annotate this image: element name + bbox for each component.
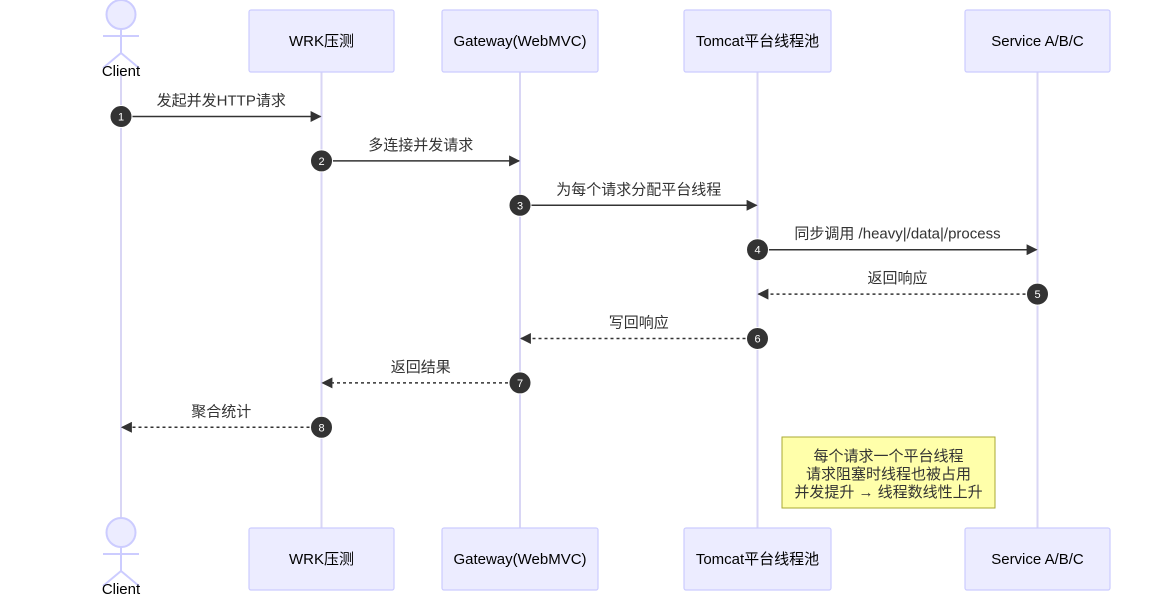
participant-service-top: Service A/B/C bbox=[964, 9, 1111, 73]
participant-tomcat-bottom: Tomcat平台线程池 bbox=[683, 527, 832, 591]
participant-box bbox=[683, 9, 832, 73]
message-4: 同步调用 /heavy|/data|/process 4 bbox=[746, 226, 1038, 262]
participant-box bbox=[441, 9, 599, 73]
message-6: 写回响应 6 bbox=[519, 314, 769, 350]
participant-label-tomcat: Tomcat平台线程池 bbox=[696, 551, 819, 568]
sequence-number-badge bbox=[109, 105, 133, 128]
participant-label-gateway: Gateway(WebMVC) bbox=[453, 33, 586, 50]
message-3: 为每个请求分配平台线程 3 bbox=[508, 181, 758, 217]
actor-client-bottom: Client bbox=[102, 517, 141, 598]
actor-leg-right bbox=[120, 52, 140, 69]
message-label: 聚合统计 bbox=[191, 403, 251, 420]
actor-label-client: Client bbox=[102, 581, 141, 598]
participant-label-service: Service A/B/C bbox=[991, 33, 1084, 50]
participant-gateway-bottom: Gateway(WebMVC) bbox=[441, 527, 599, 591]
message-label: 返回结果 bbox=[391, 359, 451, 376]
participant-box bbox=[683, 527, 832, 591]
sequence-number: 6 bbox=[754, 334, 760, 346]
sequence-number: 2 bbox=[318, 156, 324, 168]
participant-label-gateway: Gateway(WebMVC) bbox=[453, 551, 586, 568]
participant-box bbox=[248, 9, 395, 73]
actor-head bbox=[105, 0, 137, 30]
actor-leg-left bbox=[102, 52, 122, 69]
actor-head bbox=[105, 517, 137, 548]
participant-label-wrk: WRK压测 bbox=[289, 551, 354, 568]
participant-wrk-bottom: WRK压测 bbox=[248, 527, 395, 591]
message-label: 为每个请求分配平台线程 bbox=[556, 181, 721, 198]
participant-gateway-top: Gateway(WebMVC) bbox=[441, 9, 599, 73]
sequence-number-badge bbox=[310, 415, 333, 439]
participants-top: Client WRK压测 Gateway(WebMVC) Tomcat平台线程池 Ser… bbox=[102, 0, 1111, 80]
message-8: 聚合统计 8 bbox=[120, 403, 333, 439]
note-line: 每个请求一个平台线程 bbox=[813, 448, 963, 465]
message-2: 多连接并发请求 2 bbox=[310, 137, 521, 173]
actor-leg-right bbox=[120, 570, 140, 587]
message-label: 同步调用 /heavy|/data|/process bbox=[794, 226, 1000, 243]
message-label: 写回响应 bbox=[609, 314, 669, 332]
sequence-number-badge bbox=[310, 149, 333, 173]
sequence-number: 1 bbox=[118, 112, 124, 124]
message-label: 发起并发HTTP请求 bbox=[157, 93, 286, 110]
participant-label-service: Service A/B/C bbox=[991, 551, 1084, 568]
participant-label-wrk: WRK压测 bbox=[289, 33, 354, 50]
participant-tomcat-top: Tomcat平台线程池 bbox=[683, 9, 832, 73]
participant-service-bottom: Service A/B/C bbox=[964, 527, 1111, 591]
participant-box bbox=[441, 527, 599, 591]
sequence-number-badge bbox=[508, 371, 532, 395]
participant-box bbox=[248, 527, 395, 591]
sequence-number: 5 bbox=[1034, 289, 1040, 301]
participant-box bbox=[964, 9, 1111, 73]
message-1: 发起并发HTTP请求 1 bbox=[109, 93, 322, 128]
participant-wrk-top: WRK压测 bbox=[248, 9, 395, 73]
sequence-number: 8 bbox=[318, 422, 324, 434]
participants-bottom: Client WRK压测 Gateway(WebMVC) Tomcat平台线程池 Ser… bbox=[102, 517, 1111, 598]
sequence-number: 7 bbox=[517, 378, 523, 390]
participant-label-tomcat: Tomcat平台线程池 bbox=[696, 33, 819, 50]
sequence-number: 3 bbox=[517, 200, 523, 212]
note-line: 请求阻塞时线程也被占用 bbox=[806, 465, 971, 483]
note-line: 并发提升 → 线程数线性上升 bbox=[794, 484, 982, 501]
participant-box bbox=[964, 527, 1111, 591]
sequence-number-badge bbox=[746, 238, 769, 262]
message-7: 返回结果 7 bbox=[321, 359, 532, 395]
actor-label-client: Client bbox=[102, 63, 141, 80]
note-box bbox=[781, 436, 996, 509]
actor-leg-left bbox=[102, 570, 122, 587]
sequence-number-badge bbox=[508, 193, 532, 217]
actor-client-top: Client bbox=[102, 0, 141, 80]
sequence-number: 4 bbox=[754, 245, 760, 257]
messages: 发起并发HTTP请求 1 多连接并发请求 2 为每个请求分配平台线程 3 同步调用 /hea… bbox=[109, 93, 1049, 439]
sequence-number-badge bbox=[1026, 282, 1049, 306]
message-label: 返回响应 bbox=[867, 269, 927, 287]
sequence-number-badge bbox=[746, 327, 769, 350]
message-5: 返回响应 5 bbox=[757, 269, 1049, 306]
message-label: 多连接并发请求 bbox=[368, 137, 473, 154]
